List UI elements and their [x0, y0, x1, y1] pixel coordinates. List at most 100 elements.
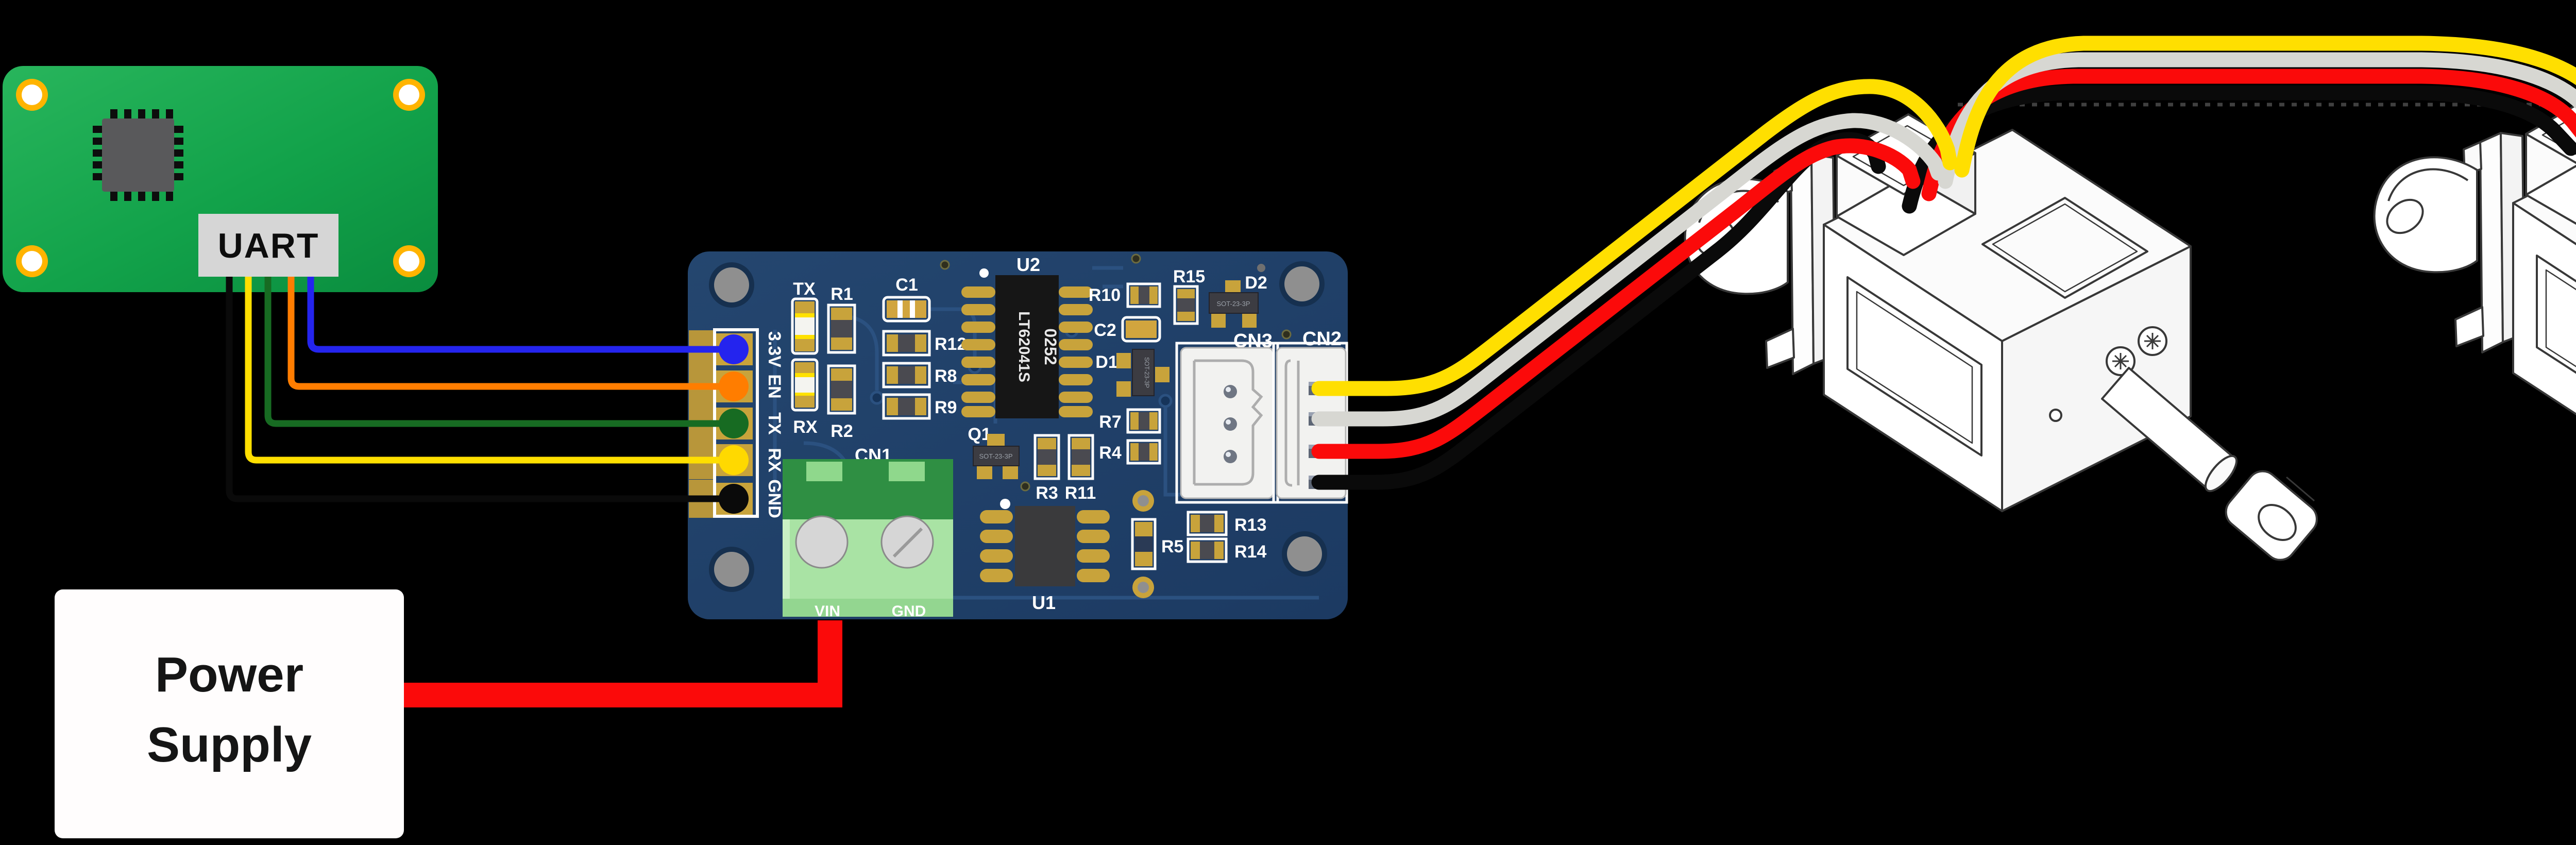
resistor-r7: R7: [1099, 408, 1161, 434]
uart-module-mcu: [93, 109, 183, 201]
via-hole: [1138, 582, 1149, 593]
led-pad: [795, 339, 815, 351]
silk-label-c1: C1: [895, 275, 918, 295]
resistor-r2: R2: [827, 364, 856, 441]
resistor-outline: [1187, 537, 1228, 563]
u1-body: [1015, 506, 1075, 586]
resistor-pad: [915, 334, 926, 352]
resistor-pad: [831, 368, 852, 381]
wire-en-orange: [287, 277, 734, 390]
header-pin-labels: 3.3V EN TX RX GND: [765, 331, 784, 518]
drill-dot: [1131, 254, 1141, 264]
power-supply-label-line2: Supply: [147, 717, 312, 772]
silk-label-vin: VIN: [815, 603, 840, 620]
resistor-body: [1038, 449, 1056, 465]
led-pad: [795, 396, 815, 408]
resistor-outline: [827, 303, 856, 354]
resistor-r14: R14: [1187, 537, 1266, 563]
cap-outline: [1121, 316, 1161, 343]
resistor-r15: R15: [1173, 267, 1205, 325]
cn3-pin-glint: [1226, 452, 1231, 457]
chip-pin: [1059, 322, 1093, 333]
resistor-r12: R12: [882, 330, 967, 357]
chip-leg: [174, 161, 183, 168]
resistor-outline: [882, 362, 931, 388]
resistor-pad: [887, 398, 898, 415]
chip-pin: [1077, 530, 1110, 543]
power-supply-body: [55, 589, 404, 838]
resistor-outline: [1126, 439, 1161, 465]
uart-label-box: [198, 214, 338, 277]
screw-slot: [892, 527, 923, 558]
led-stripe: [795, 393, 815, 397]
resistor-body: [1177, 298, 1195, 312]
led-pad: [795, 362, 815, 375]
sot-pad: [987, 434, 1005, 447]
resistor-pad: [831, 398, 852, 411]
drill-dot: [1257, 264, 1265, 272]
resistor-body: [1072, 449, 1090, 465]
drill-dot: [1020, 481, 1030, 492]
drill-dot: [940, 260, 950, 270]
pin-dot-gnd: [719, 484, 749, 514]
sot-body: [1132, 349, 1155, 396]
resistor-pad: [915, 366, 926, 384]
cn3-pin: [1224, 417, 1237, 431]
led-outline: [791, 358, 819, 412]
via: [1158, 394, 1173, 408]
resistor-pad: [1149, 443, 1158, 461]
resistor-pad: [1072, 438, 1090, 449]
chip-leg: [152, 109, 159, 119]
u1-pin1-dot: [1000, 499, 1010, 509]
pin-dot-rx: [719, 445, 749, 475]
led-outline: [791, 297, 819, 355]
harness-wire-yellow: [1311, 79, 1958, 396]
wire-3v3-blue: [307, 277, 734, 353]
daisy-wire-black: [1902, 85, 2576, 214]
resistor-pad: [1214, 515, 1224, 532]
drill-dots: [940, 254, 1292, 492]
led-rx: RX: [791, 358, 819, 437]
silk-label-led-tx: TX: [793, 279, 816, 299]
chip-leg: [110, 109, 117, 119]
cn3-pin-glint: [1226, 419, 1231, 425]
led-tx: TX: [791, 279, 819, 355]
silk-label-r5: R5: [1161, 537, 1183, 556]
resistor-outline: [882, 330, 931, 357]
silk-label-r2: R2: [831, 421, 853, 441]
silk-label-r12: R12: [935, 334, 967, 354]
chip-pin: [1077, 569, 1110, 582]
led-stripe: [795, 313, 815, 317]
chip-pin: [1059, 357, 1093, 368]
mcu-legs: [93, 109, 183, 201]
chip-pin: [1059, 374, 1093, 385]
cn2-socket-wall: [1284, 359, 1300, 487]
connector-cn3: CN3: [1175, 330, 1279, 504]
silk-label-r13: R13: [1234, 515, 1266, 535]
resistor-outline: [1126, 282, 1161, 308]
resistor-pad: [1191, 542, 1200, 559]
cap-divider: [897, 300, 903, 318]
chip-leg: [124, 109, 131, 119]
q1-package-label: SOT-23-3P: [979, 452, 1012, 460]
u2-pin1-dot: [979, 268, 989, 278]
sot-pad: [1003, 466, 1018, 479]
harness-wire-white: [1311, 113, 1946, 427]
silk-label-r7: R7: [1099, 412, 1121, 432]
chip-leg: [174, 173, 183, 180]
silk-label-r9: R9: [935, 398, 957, 417]
silk-label-d2: D2: [1245, 273, 1267, 293]
led-chip: [795, 317, 815, 335]
resistor-outline: [827, 364, 856, 415]
resistor-body: [1200, 515, 1214, 532]
resistor-r4: R4: [1099, 439, 1161, 465]
wire-tx-dark-green: [264, 277, 734, 427]
led-pad: [795, 301, 815, 315]
chip-leg: [93, 173, 102, 180]
chip-pin: [961, 406, 995, 417]
chip-leg: [93, 161, 102, 168]
chip-pin: [961, 286, 995, 298]
pcb-trace: [1092, 266, 1123, 289]
silk-label-d1: D1: [1095, 352, 1117, 372]
